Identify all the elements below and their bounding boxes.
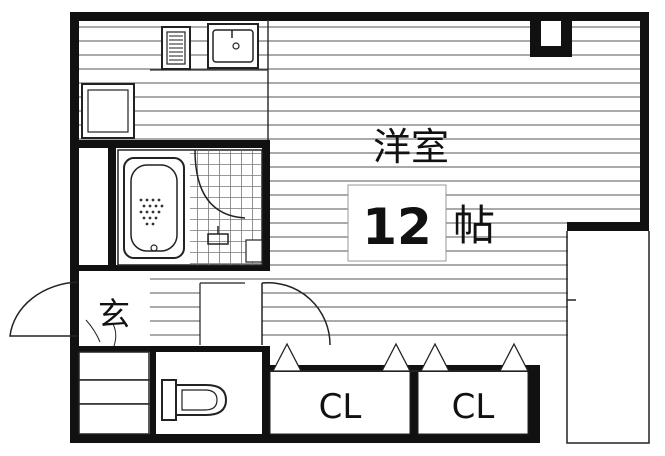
sink-icon: [207, 23, 259, 69]
entrance: [9, 272, 149, 347]
storage-boxes: [78, 351, 150, 435]
floor-hatching: [78, 20, 641, 355]
toilet-room: [156, 352, 262, 434]
room-size-box: [347, 184, 447, 262]
faucet-icon: [207, 226, 263, 263]
room-size-number: 12: [362, 198, 432, 256]
outer-walls: [70, 12, 649, 443]
closet-label-1: CL: [319, 387, 362, 427]
room-door: [199, 281, 331, 346]
toilet-icon: [161, 379, 228, 421]
structural-column: [530, 21, 572, 57]
stove-icon: [161, 26, 191, 70]
entrance-label: 玄: [98, 295, 130, 333]
room-size-unit: 帖: [453, 201, 495, 250]
closets: [269, 342, 530, 435]
refrigerator-icon: [81, 83, 135, 139]
closet-label-2: CL: [452, 387, 495, 427]
bathtub-icon: [123, 157, 185, 259]
room-name: 洋室: [373, 125, 449, 169]
balcony-edge: [566, 231, 650, 444]
